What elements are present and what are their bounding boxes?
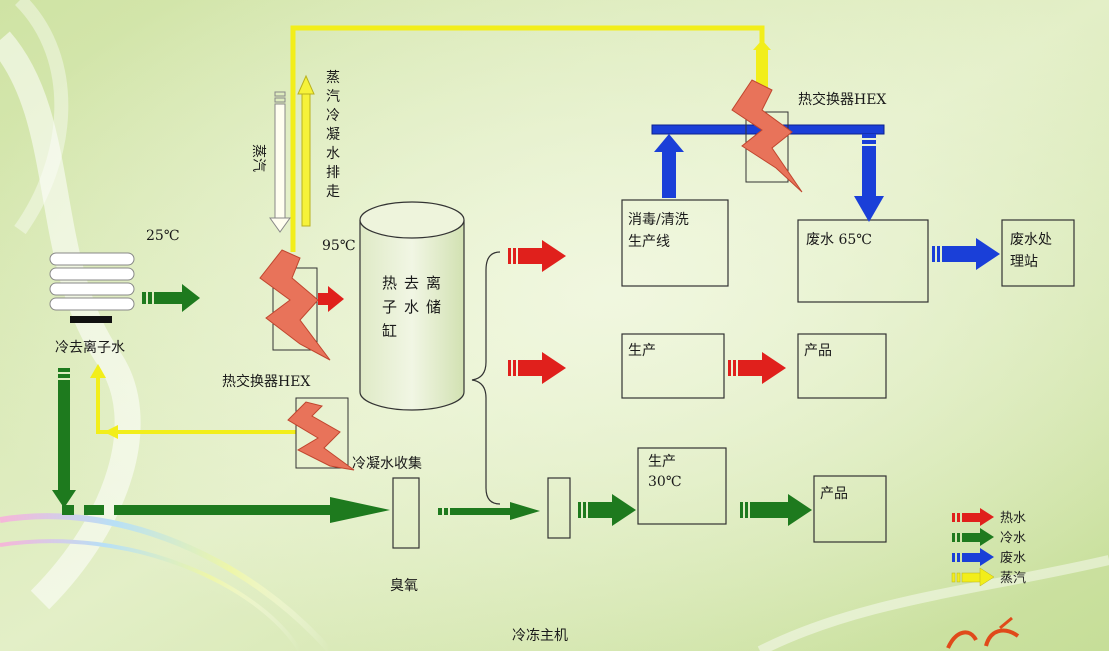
waste-water-arrow-up (654, 134, 684, 198)
hot-water-arrow-upper (508, 240, 566, 272)
steam-loop-arrowhead (753, 40, 771, 50)
svg-text:水: 水 (326, 146, 340, 162)
temp-95-label: 95℃ (322, 238, 355, 254)
deionized-water-coils (49, 252, 135, 323)
steam-label-char-1: 蒸汽 (250, 144, 266, 172)
svg-text:缸: 缸 (382, 322, 397, 340)
waste-water-arrow-down (854, 134, 884, 222)
svg-text:冷水: 冷水 (1000, 531, 1026, 546)
cold-water-arrow-ozone-chiller (438, 502, 540, 520)
svg-text:热水: 热水 (1000, 511, 1026, 526)
hot-water-arrow-middle (508, 352, 566, 384)
legend-item-cold-water: 冷水 (952, 528, 1026, 546)
legend: 热水 冷水 废水 蒸汽 (951, 508, 1026, 587)
decor-swirl-top (14, 0, 69, 235)
svg-text:蒸: 蒸 (326, 70, 340, 86)
svg-text:凝: 凝 (326, 127, 340, 143)
production-2-label-1: 生产 (648, 454, 676, 470)
cold-water-arrow-chiller-production (578, 494, 636, 526)
decor-rainbow-2 (0, 539, 302, 651)
hex-main-exchanger (259, 249, 331, 361)
chiller-label: 冷冻主机 (512, 627, 568, 644)
steam-condensate-arrow (297, 74, 315, 227)
hex-label-main: 热交换器HEX (222, 373, 310, 390)
svg-text:走: 走 (326, 184, 340, 200)
tank-label: 热 去 离 子 水 储 缸 (382, 274, 441, 340)
disinfect-line-box (621, 199, 729, 287)
svg-text:冷: 冷 (326, 108, 340, 124)
condensate-return-arrowhead (90, 364, 106, 378)
svg-text:蒸汽: 蒸汽 (1000, 571, 1026, 586)
product-1-box (797, 333, 887, 399)
production-2-label-2: 30℃ (648, 474, 681, 490)
legend-item-hot-water: 热水 (952, 508, 1026, 526)
hot-water-arrow-production-product (728, 352, 786, 384)
svg-text:排: 排 (326, 165, 340, 181)
svg-text:离: 离 (426, 274, 441, 292)
cold-water-pipe-main (52, 368, 390, 523)
condensate-return-line (96, 378, 296, 434)
distribution-brace (471, 251, 501, 505)
production-1-box (621, 333, 725, 399)
svg-text:去: 去 (404, 274, 419, 292)
ozone-label: 臭氧 (390, 578, 418, 594)
decor-rainbow-1 (0, 513, 333, 651)
chiller-unit (547, 477, 571, 539)
deionized-water-label: 冷去离子水 (55, 339, 125, 356)
waste-water-arrow-to-station (932, 238, 1000, 270)
waste-station-label-2: 理站 (1010, 254, 1038, 270)
decor-swirl-bottom (757, 555, 1109, 651)
cold-water-arrow-production-product (740, 494, 812, 526)
svg-text:水: 水 (404, 298, 419, 316)
disinfect-line-label-1: 消毒/清洗 (628, 212, 689, 228)
decor-corner-flourish (946, 616, 1020, 649)
temp-25-label: 25℃ (146, 228, 179, 244)
svg-text:子: 子 (382, 298, 397, 316)
steam-loop-line (290, 25, 765, 252)
cold-water-arrow-1 (142, 284, 200, 312)
disinfect-line-label-2: 生产线 (628, 234, 670, 250)
hex-top-exchanger (731, 79, 803, 193)
svg-text:废水: 废水 (1000, 550, 1026, 566)
steam-condensate-label: 蒸 汽 冷 凝 水 排 走 (326, 70, 340, 200)
waste-water-65-label: 废水 65℃ (806, 232, 872, 248)
waste-water-65-box (797, 219, 929, 303)
production-2-box (637, 447, 727, 525)
product-2-label: 产品 (820, 486, 848, 502)
waste-station-label-1: 废水处 (1010, 232, 1052, 248)
svg-text:储: 储 (426, 298, 441, 316)
condensate-left-arrowhead (104, 425, 118, 439)
hot-water-arrow-to-tank (318, 286, 344, 312)
product-2-box (813, 475, 887, 543)
decor-swirl-left (0, 31, 141, 610)
hex-label-top: 热交换器HEX (798, 91, 886, 108)
steam-inlet-arrow (269, 91, 291, 233)
hot-di-water-tank (359, 201, 465, 411)
ozone-unit (392, 477, 420, 549)
hex-condensate-exchanger (287, 397, 355, 471)
waste-station-box (1001, 219, 1075, 287)
legend-item-waste-water: 废水 (952, 548, 1026, 566)
product-1-label: 产品 (804, 343, 832, 359)
svg-text:热: 热 (382, 274, 397, 292)
production-1-label: 生产 (628, 343, 656, 359)
legend-item-steam: 蒸汽 (951, 567, 1026, 587)
condensate-collect-label: 冷凝水收集 (352, 455, 422, 472)
svg-text:汽: 汽 (326, 89, 340, 105)
